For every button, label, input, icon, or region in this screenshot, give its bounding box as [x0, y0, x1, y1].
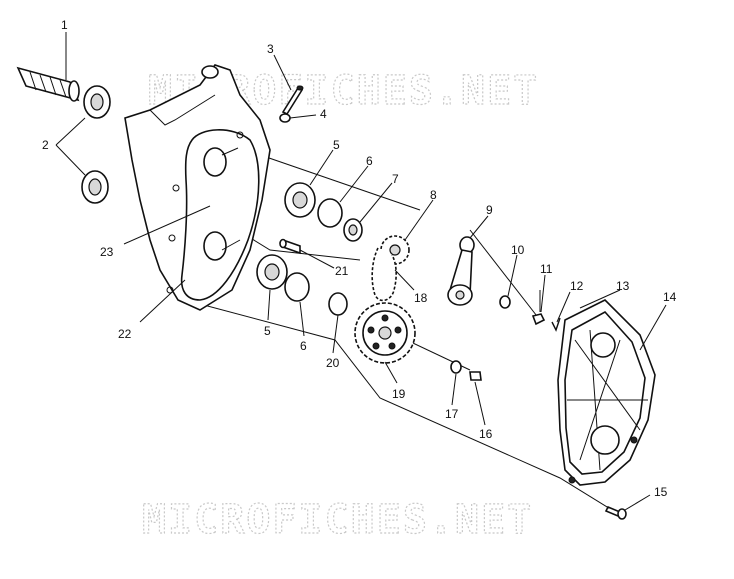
callout-22: 22 — [118, 327, 132, 341]
callout-14: 14 — [663, 290, 677, 304]
callout-5-lower: 5 — [264, 324, 271, 338]
callout-6-upper: 6 — [366, 154, 373, 168]
callout-12: 12 — [570, 279, 584, 293]
part-seal-lower — [81, 170, 109, 204]
part-cover-bolt — [604, 505, 627, 520]
part-bearing-lower — [256, 254, 288, 290]
callout-13: 13 — [616, 279, 630, 293]
callout-5-upper: 5 — [333, 138, 340, 152]
callout-6-lower: 6 — [300, 339, 307, 353]
part-bearing-upper — [284, 182, 316, 218]
part-input-shaft — [16, 66, 80, 102]
callout-18: 18 — [414, 291, 428, 305]
callout-17: 17 — [445, 407, 459, 421]
callout-19: 19 — [392, 387, 406, 401]
callout-16: 16 — [479, 427, 493, 441]
part-chaincase-cover — [557, 299, 656, 486]
callout-10: 10 — [511, 243, 525, 257]
part-cotter-pin — [551, 317, 561, 332]
part-spacer — [343, 218, 363, 242]
callout-4: 4 — [320, 107, 327, 121]
callout-8: 8 — [430, 188, 437, 202]
callout-3: 3 — [267, 42, 274, 56]
callout-20: 20 — [326, 356, 340, 370]
watermark-bottom: MICROFICHES.NET — [142, 497, 533, 543]
callout-7: 7 — [392, 172, 399, 186]
part-drive-chain — [371, 247, 397, 302]
part-bolt — [469, 371, 482, 381]
part-tensioner-arm — [447, 236, 475, 306]
part-small-washer-2 — [450, 360, 462, 374]
part-nut — [531, 290, 546, 326]
callout-15: 15 — [654, 485, 668, 499]
callout-2: 2 — [42, 138, 49, 152]
part-lower-sprocket — [354, 302, 416, 364]
callout-23: 23 — [100, 245, 114, 259]
part-chaincase-housing — [124, 64, 271, 311]
callout-labels: 1 2 3 4 5 6 7 8 9 10 11 12 13 14 15 16 1… — [42, 18, 677, 499]
part-snap-ring — [328, 292, 348, 316]
part-small-washer — [279, 113, 291, 123]
part-dowel-pin — [279, 238, 301, 255]
part-oring-lower — [284, 272, 310, 302]
callout-9: 9 — [486, 203, 493, 217]
callout-11: 11 — [540, 262, 553, 276]
callout-1: 1 — [61, 18, 68, 32]
part-seal-upper — [83, 85, 111, 119]
leader-lines — [55, 32, 667, 511]
part-washer — [499, 295, 511, 309]
part-oring-upper — [317, 198, 343, 228]
callout-21: 21 — [335, 264, 349, 278]
